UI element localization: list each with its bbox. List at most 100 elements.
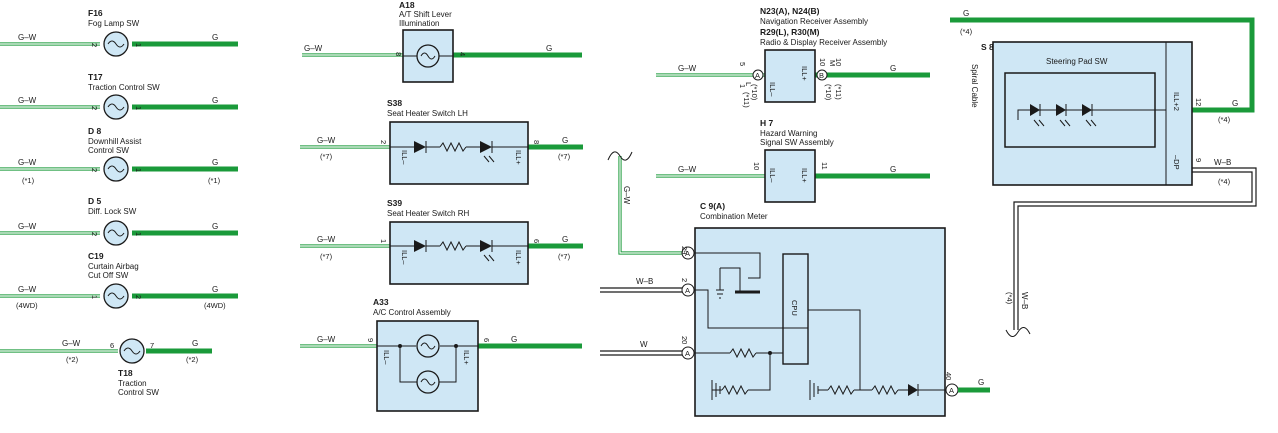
a33-ill-minus: ILL– <box>382 350 391 365</box>
switch-c19: C19 Curtain Airbag Cut Off SW G–W G (4WD… <box>0 251 238 310</box>
diode-icon <box>414 240 426 252</box>
led-icon <box>1056 104 1066 116</box>
d5-out-color: G <box>212 222 218 231</box>
sc-ill2: ILL+2 <box>1172 92 1181 111</box>
d5-in-color: G–W <box>18 222 37 231</box>
s38-ill-plus: ILL+ <box>514 150 523 165</box>
resistor-icon <box>827 384 855 396</box>
s39-pin-in: 1 <box>379 239 388 243</box>
nav-in-color: G–W <box>678 64 697 73</box>
switch-d8: D 8 Downhill Assist Control SW G–W G (*1… <box>0 126 238 185</box>
wire-break-icon <box>607 151 633 161</box>
meter-wire-gw: G–W <box>622 186 631 205</box>
d8-pin-in: 2 <box>90 168 99 172</box>
meter-cpu: CPU <box>790 300 799 316</box>
switch-t17: T17 Traction Control SW G–W G 2 1 <box>0 72 238 120</box>
nav-note-in-b: (*11) <box>742 92 751 108</box>
meter-conn-a4: A <box>949 386 954 395</box>
d5-pin-out: 1 <box>134 232 143 236</box>
led-icon <box>480 240 492 252</box>
h7-in-color: G–W <box>678 165 697 174</box>
meter-wire-wb: W–B <box>636 277 653 286</box>
s39-note-in: (*7) <box>320 252 333 261</box>
d8-out-color: G <box>212 158 218 167</box>
a33-out-color: G <box>511 335 517 344</box>
resistor-icon <box>439 141 467 153</box>
c19-note-in: (4WD) <box>16 301 38 310</box>
nav-out-color: G <box>890 64 896 73</box>
nav-name2: Radio & Display Receiver Assembly <box>760 38 887 47</box>
sc-pad: Steering Pad SW <box>1046 57 1108 66</box>
s39-ill-minus: ILL– <box>400 250 409 265</box>
resistor-icon <box>721 384 749 396</box>
t17-pin-out: 1 <box>134 106 143 110</box>
diode-icon <box>908 384 918 396</box>
sc-wire-top: G <box>963 9 969 18</box>
component-a18: A18 A/T Shift Lever Illumination G–W G 8… <box>302 0 582 83</box>
led-icon <box>1082 104 1092 116</box>
meter-name: Combination Meter <box>700 212 768 221</box>
t17-in-color: G–W <box>18 96 37 105</box>
cpu-block <box>782 253 809 365</box>
a18-out-color: G <box>546 44 552 53</box>
switch-d5: D 5 Diff. Lock SW G–W G 2 1 <box>0 196 238 246</box>
h7-box <box>764 149 816 203</box>
s39-in-color: G–W <box>317 235 336 244</box>
t17-code: T17 <box>88 72 103 82</box>
wire-break-icon <box>1005 327 1031 337</box>
t18-name2: Control SW <box>118 388 159 397</box>
nav-conn-in-a: A <box>755 71 760 80</box>
d5-name: Diff. Lock SW <box>88 207 137 216</box>
h7-pin-out: 11 <box>820 162 829 170</box>
nav-note-in-a: (*10) <box>750 84 759 101</box>
a33-code: A33 <box>373 297 389 307</box>
nav-code2: R29(L), R30(M) <box>760 27 820 37</box>
component-combination-meter: C 9(A) Combination Meter G–W W–B W A 29 … <box>600 151 990 417</box>
d8-code: D 8 <box>88 126 102 136</box>
t18-pin-out: 7 <box>150 341 154 350</box>
nav-pin-out: 10 <box>818 58 827 66</box>
h7-out-color: G <box>890 165 896 174</box>
component-a33: A33 A/C Control Assembly ILL– ILL+ G–W G… <box>300 297 582 412</box>
t18-note-out: (*2) <box>186 355 199 364</box>
s38-in-color: G–W <box>317 136 336 145</box>
s38-out-color: G <box>562 136 568 145</box>
d8-in-color: G–W <box>18 158 37 167</box>
s39-ill-plus: ILL+ <box>514 250 523 265</box>
t18-pin-in: 6 <box>110 341 114 350</box>
nav-note-out-a: (*10) <box>824 84 833 101</box>
sc-code: S 8 <box>981 42 994 52</box>
nav-box <box>764 49 816 103</box>
c19-code: C19 <box>88 251 104 261</box>
t18-note-in: (*2) <box>66 355 79 364</box>
nav-conn-out-b: M <box>828 60 837 66</box>
led-icon <box>1030 104 1040 116</box>
sc-out-wb-note: (*4) <box>1218 177 1231 186</box>
a33-pin-out: 6 <box>482 338 491 342</box>
sc-dp: –DP <box>1172 155 1181 170</box>
d5-code: D 5 <box>88 196 102 206</box>
t18-in-color: G–W <box>62 339 81 348</box>
d8-name: Downhill Assist <box>88 137 142 146</box>
s39-note-out: (*7) <box>558 252 571 261</box>
a18-pin-in: 8 <box>394 52 403 56</box>
meter-conn-a2: A <box>685 286 690 295</box>
a18-name2: Illumination <box>399 19 439 28</box>
meter-conn-a1: A <box>685 249 690 258</box>
meter-wire-w: W <box>640 340 648 349</box>
nav-ill-plus: ILL+ <box>800 66 809 81</box>
meter-pin-w: 20 <box>680 336 689 344</box>
sc-down-wb: W–B <box>1020 292 1029 309</box>
d8-note-out: (*1) <box>208 176 221 185</box>
component-s39: S39 Seat Heater Switch RH ILL– ILL+ G–W … <box>300 198 583 285</box>
s39-code: S39 <box>387 198 402 208</box>
c19-name: Curtain Airbag <box>88 262 139 271</box>
h7-pin-in: 10 <box>752 162 761 170</box>
sc-out-g: G <box>1232 99 1238 108</box>
a33-ill-plus: ILL+ <box>462 350 471 365</box>
s38-note-out: (*7) <box>558 152 571 161</box>
s38-note-in: (*7) <box>320 152 333 161</box>
d5-pin-in: 2 <box>90 232 99 236</box>
c19-out-color: G <box>212 285 218 294</box>
t18-out-color: G <box>192 339 198 348</box>
